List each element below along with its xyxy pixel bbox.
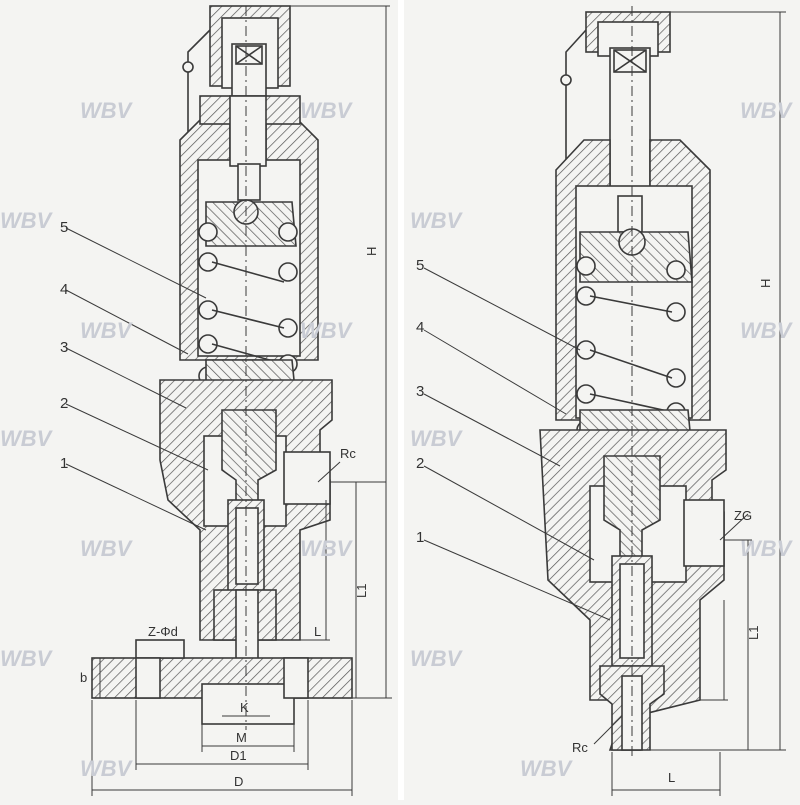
- left-dim-L: L: [314, 624, 321, 639]
- right-stem: [609, 47, 651, 199]
- right-outlet-port: [683, 499, 725, 567]
- left-dim-M: M: [236, 730, 247, 745]
- watermark-logo: WBV: [740, 536, 794, 561]
- right-dim-H: H: [758, 279, 773, 288]
- left-valve-view: [65, 5, 392, 796]
- watermark-logo: WBV: [300, 536, 354, 561]
- watermarks: WBV WBV WBV WBV WBV WBV WBV WBV WBV WBV …: [0, 98, 794, 781]
- right-dimension-lines: [611, 11, 786, 796]
- left-part-labels: 5 4 3 2 1: [60, 219, 68, 472]
- right-valve-view: [423, 6, 786, 796]
- right-part-label-3: 3: [416, 383, 424, 400]
- right-lever-pin: [560, 74, 572, 86]
- left-dim-D: D: [234, 774, 243, 789]
- left-part-label-3: 3: [60, 339, 68, 356]
- watermark-logo: WBV: [740, 318, 794, 343]
- right-part-label-5: 5: [416, 257, 424, 274]
- left-dim-Zphid: Z-Φd: [148, 624, 178, 639]
- left-dimension-labels: H L1 L Rc Z-Φd b K M D1 D: [80, 247, 379, 789]
- watermark-logo: WBV: [410, 426, 464, 451]
- right-dimension-labels: H L1 L ZG Rc: [572, 279, 773, 785]
- right-part-label-4: 4: [416, 319, 424, 336]
- left-dimension-lines: [91, 5, 392, 796]
- watermark-logo: WBV: [0, 646, 54, 671]
- watermark-logo: WBV: [80, 318, 134, 343]
- left-dim-Rc: Rc: [340, 446, 356, 461]
- watermark-logo: WBV: [0, 426, 54, 451]
- left-dim-L1: L1: [354, 584, 369, 598]
- watermark-logo: WBV: [410, 646, 464, 671]
- right-dim-L1: L1: [746, 626, 761, 640]
- left-part-label-1: 1: [60, 455, 68, 472]
- left-leader-lines: [65, 227, 341, 641]
- watermark-logo: WBV: [410, 208, 464, 233]
- watermark-logo: WBV: [300, 318, 354, 343]
- panel-divider: [398, 0, 404, 800]
- left-dim-K: K: [240, 700, 249, 715]
- right-part-labels: 5 4 3 2 1: [416, 257, 424, 546]
- watermark-logo: WBV: [520, 756, 574, 781]
- watermark-logo: WBV: [80, 756, 134, 781]
- watermark-logo: WBV: [80, 98, 134, 123]
- left-part-label-4: 4: [60, 281, 68, 298]
- right-dim-L: L: [668, 770, 675, 785]
- watermark-logo: WBV: [0, 208, 54, 233]
- right-dim-Rc: Rc: [572, 740, 588, 755]
- right-leader-lines: [423, 267, 749, 745]
- left-part-label-2: 2: [60, 395, 68, 412]
- left-part-label-5: 5: [60, 219, 68, 236]
- right-part-label-1: 1: [416, 529, 424, 546]
- watermark-logo: WBV: [300, 98, 354, 123]
- left-dim-H: H: [364, 247, 379, 256]
- watermark-logo: WBV: [80, 536, 134, 561]
- left-dim-b: b: [80, 670, 87, 685]
- right-part-label-2: 2: [416, 455, 424, 472]
- left-lever-pin: [182, 61, 194, 73]
- left-dim-D1: D1: [230, 748, 247, 763]
- right-dim-ZG: ZG: [734, 508, 752, 523]
- watermark-logo: WBV: [740, 98, 794, 123]
